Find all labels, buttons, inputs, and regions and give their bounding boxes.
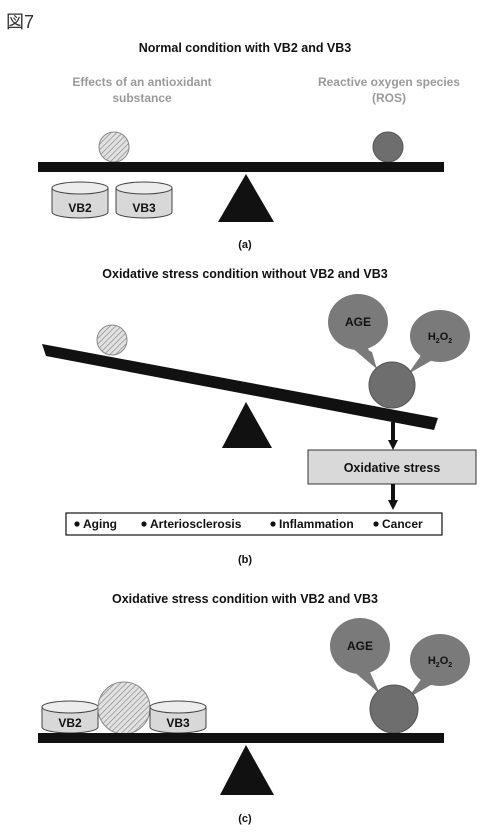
age-bubble-label: AGE: [347, 639, 373, 653]
panel-a-title: Normal condition with VB2 and VB3: [139, 41, 352, 55]
seesaw-fulcrum: [220, 745, 274, 795]
vb2-can-label: VB2: [68, 201, 92, 215]
disease-item: Aging: [83, 517, 117, 531]
h2o2-bubble: H2O2: [408, 634, 470, 698]
disease-item: Cancer: [382, 517, 423, 531]
vb3-can-label: VB3: [166, 716, 190, 730]
panel-c: Oxidative stress condition with VB2 and …: [38, 592, 470, 825]
vb2-can: VB2: [51, 181, 109, 219]
tilted-seesaw-fulcrum: [222, 402, 272, 448]
panel-a-right-label-line1: Reactive oxygen species: [318, 75, 460, 89]
ros-ball-large: [368, 361, 416, 409]
h2o2-bubble: H2O2: [408, 310, 470, 374]
oxidative-stress-label: Oxidative stress: [344, 461, 441, 475]
age-bubble: AGE: [328, 294, 388, 370]
seesaw-beam: [38, 162, 444, 172]
disease-item: Inflammation: [279, 517, 354, 531]
age-bubble-label: AGE: [345, 315, 371, 329]
panel-a-left-label-line1: Effects of an antioxidant: [72, 75, 211, 89]
bullet-icon: [270, 521, 276, 527]
panel-a-right-label-line2: (ROS): [372, 91, 406, 105]
seesaw-beam: [38, 733, 444, 743]
panel-b: Oxidative stress condition without VB2 a…: [42, 267, 477, 566]
panel-c-title: Oxidative stress condition with VB2 and …: [112, 592, 378, 606]
bullet-icon: [141, 521, 147, 527]
vb3-can-label: VB3: [132, 201, 156, 215]
vb3-can: VB3: [149, 700, 207, 734]
panel-b-caption: (b): [238, 554, 252, 566]
panel-a: Normal condition with VB2 and VB3 Effect…: [38, 41, 460, 251]
oxidative-stress-box: [307, 449, 477, 485]
seesaw-fulcrum: [218, 174, 274, 222]
ros-ball: [372, 131, 404, 163]
age-bubble: AGE: [330, 618, 390, 694]
antioxidant-ball-large: [97, 681, 151, 735]
disease-item: Arteriosclerosis: [150, 517, 242, 531]
figure-label: 図7: [6, 12, 34, 32]
vb3-can: VB3: [115, 181, 173, 219]
h2o2-bubble-label: H2O2: [428, 655, 452, 669]
panel-a-caption: (a): [238, 239, 252, 251]
ros-ball-large: [369, 684, 419, 734]
vb2-can-label: VB2: [58, 716, 82, 730]
panel-a-left-label-line2: substance: [112, 91, 172, 105]
vb2-can: VB2: [41, 700, 99, 734]
disease-list: Aging Arteriosclerosis Inflammation Canc…: [74, 517, 423, 531]
panel-c-caption: (c): [238, 813, 252, 825]
bullet-icon: [373, 521, 379, 527]
bullet-icon: [74, 521, 80, 527]
panel-b-title: Oxidative stress condition without VB2 a…: [102, 267, 388, 281]
h2o2-bubble-label: H2O2: [428, 331, 452, 345]
tilted-seesaw-beam: [42, 344, 438, 430]
diseases-box: [65, 512, 443, 536]
antioxidant-ball: [98, 131, 130, 163]
antioxidant-ball-small: [96, 324, 128, 356]
